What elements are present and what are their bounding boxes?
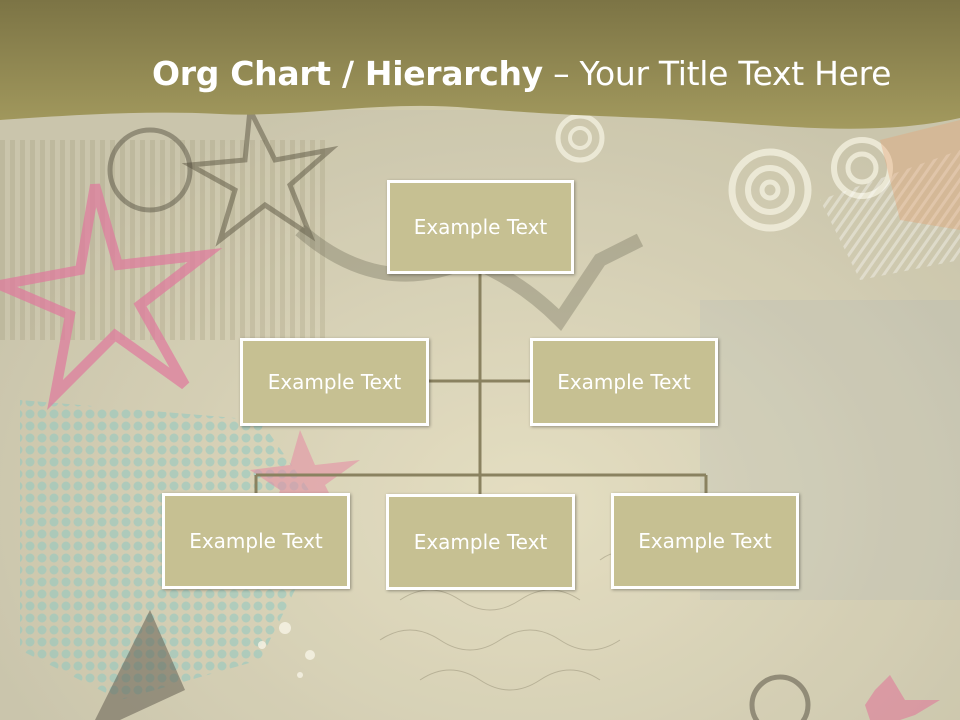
org-node-assistant-right[interactable]: Example Text — [530, 338, 718, 426]
title-bold: Org Chart / Hierarchy — [152, 54, 543, 93]
title-rest: Your Title Text Here — [579, 54, 892, 93]
org-node-root[interactable]: Example Text — [387, 180, 574, 274]
org-node-child-center[interactable]: Example Text — [386, 494, 575, 590]
title-dash: – — [542, 54, 580, 93]
org-node-child-left[interactable]: Example Text — [162, 493, 350, 589]
page-title: Org Chart / Hierarchy – Your Title Text … — [152, 54, 891, 93]
org-node-assistant-left[interactable]: Example Text — [240, 338, 429, 426]
org-node-child-right[interactable]: Example Text — [611, 493, 799, 589]
